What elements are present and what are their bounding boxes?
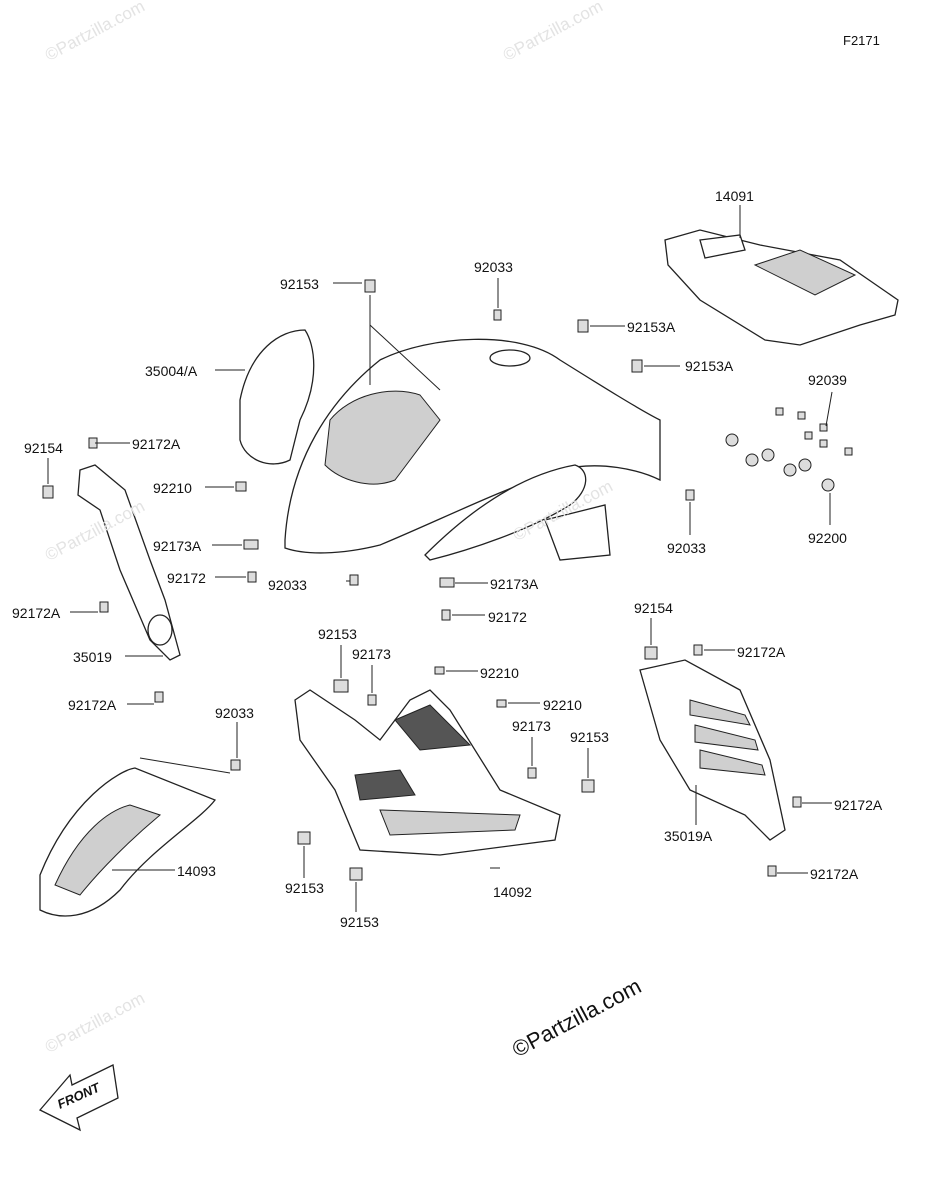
part-label[interactable]: 92172A (737, 644, 786, 660)
part-label[interactable]: 14092 (493, 884, 532, 900)
part-label[interactable]: 92039 (808, 372, 847, 388)
part-label[interactable]: 92210 (153, 480, 192, 496)
part-label[interactable]: 92172 (167, 570, 206, 586)
part-label[interactable]: 92210 (480, 665, 519, 681)
part-label[interactable]: 92173 (352, 646, 391, 662)
part-label[interactable]: 92173 (512, 718, 551, 734)
part-14093[interactable] (39, 757, 231, 917)
part-label[interactable]: 92172A (68, 697, 117, 713)
part-label[interactable]: 92153 (280, 276, 319, 292)
part-label[interactable]: 92153 (318, 626, 357, 642)
part-label[interactable]: 35004/A (145, 363, 198, 379)
part-label[interactable]: 92033 (667, 540, 706, 556)
leader-lines (47, 278, 832, 912)
part-35004[interactable] (215, 295, 661, 561)
part-label[interactable]: 92033 (474, 259, 513, 275)
hardware-fasteners (42, 279, 802, 881)
part-label[interactable]: 92153 (285, 880, 324, 896)
part-label[interactable]: 92153A (685, 358, 734, 374)
part-label[interactable]: 92153 (340, 914, 379, 930)
part-35019A[interactable] (639, 659, 786, 841)
part-35019[interactable] (77, 464, 181, 661)
part-label[interactable]: 92173A (153, 538, 202, 554)
part-label[interactable]: 92033 (215, 705, 254, 721)
part-label[interactable]: 92033 (268, 577, 307, 593)
washers-and-screws (725, 391, 853, 525)
part-label[interactable]: 92200 (808, 530, 847, 546)
part-label[interactable]: 92172 (488, 609, 527, 625)
part-label[interactable]: 92153 (570, 729, 609, 745)
part-label[interactable]: 92154 (634, 600, 673, 616)
front-arrow (38, 1064, 119, 1132)
part-label[interactable]: 92173A (490, 576, 539, 592)
part-label[interactable]: 92154 (24, 440, 63, 456)
part-label[interactable]: 92172A (132, 436, 181, 452)
part-label[interactable]: 92172A (834, 797, 883, 813)
part-label[interactable]: 92172A (810, 866, 859, 882)
part-label[interactable]: 14093 (177, 863, 216, 879)
part-label[interactable]: 92172A (12, 605, 61, 621)
part-label[interactable]: 35019A (664, 828, 713, 844)
figure-code: F2171 (843, 33, 880, 48)
part-label[interactable]: 35019 (73, 649, 112, 665)
part-label[interactable]: 92210 (543, 697, 582, 713)
part-label[interactable]: 14091 (715, 188, 754, 204)
part-label[interactable]: 92153A (627, 319, 676, 335)
part-14091[interactable] (664, 205, 899, 346)
part-14092[interactable] (294, 689, 561, 869)
